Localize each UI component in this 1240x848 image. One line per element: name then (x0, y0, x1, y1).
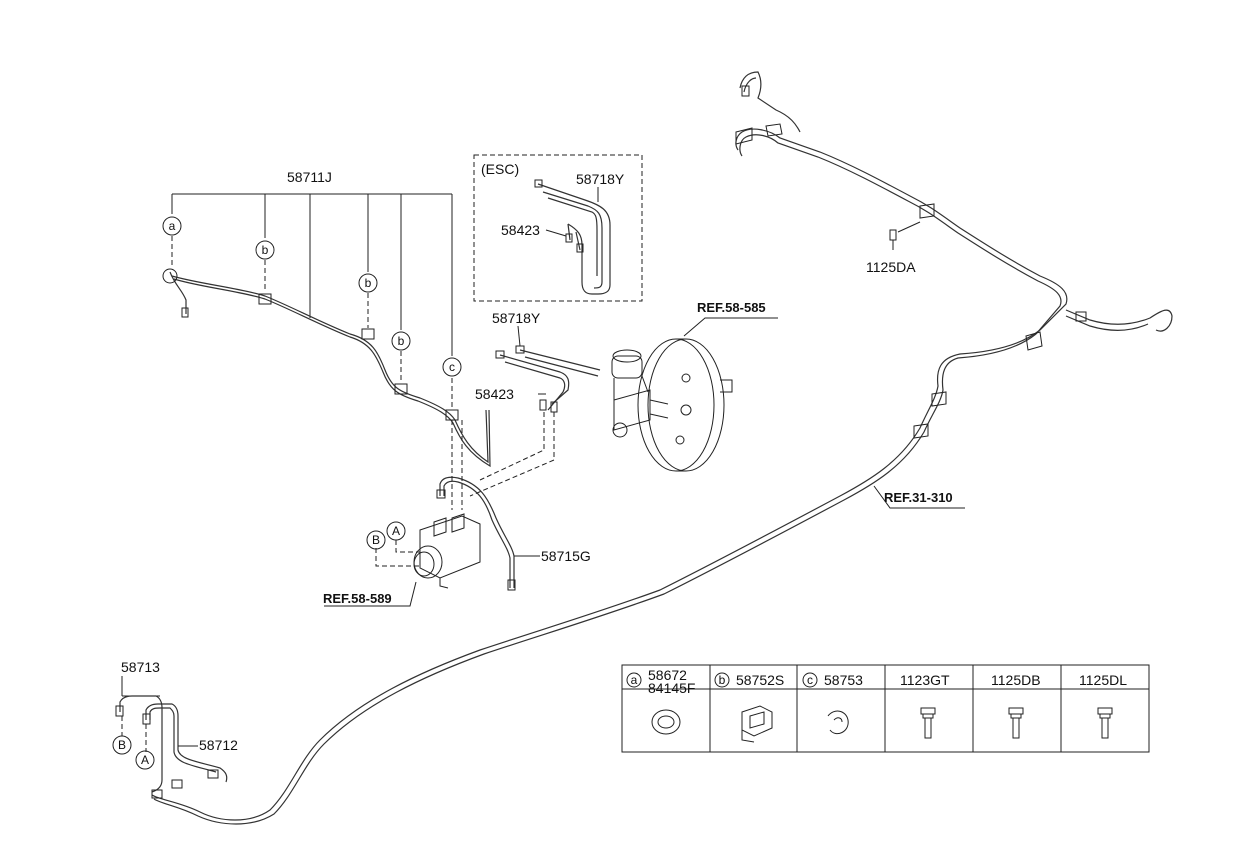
legend-col-a-letter: a (631, 673, 638, 687)
abs-hydraulic-unit (324, 420, 540, 607)
bolt-icon-1125DB (1008, 707, 1024, 739)
callout-B-abs[interactable]: B (366, 530, 386, 550)
callout-B-rear[interactable]: B (112, 735, 132, 755)
svg-text:A: A (141, 753, 149, 767)
label-1125DA: 1125DA (866, 259, 916, 275)
legend-84145F: 84145F (648, 680, 695, 696)
clip-icon (741, 705, 773, 743)
rear-left-brake-lines (115, 676, 228, 799)
bolt-icon-1123GT (920, 707, 936, 739)
grommet-icon (651, 709, 681, 735)
svg-text:A: A (392, 524, 400, 538)
svg-text:c: c (449, 360, 455, 374)
legend-col-c-letter: c (807, 673, 813, 687)
legend-58672: 58672 (648, 667, 687, 683)
callout-b-1[interactable]: b (255, 240, 275, 260)
ref-31-310[interactable]: REF.31-310 (884, 490, 953, 505)
svg-text:b: b (398, 334, 405, 348)
svg-text:b: b (365, 276, 372, 290)
bolt-icon-1125DL (1097, 707, 1113, 739)
label-58718Y-mid: 58718Y (492, 310, 541, 326)
svg-text:a: a (169, 219, 176, 233)
callout-c-top[interactable]: c (442, 357, 462, 377)
callout-A-rear[interactable]: A (135, 750, 155, 770)
parts-legend-table: a 58672 84145F b 58752S c 58753 1123GT (621, 664, 1150, 753)
label-58715G: 58715G (541, 548, 591, 564)
callout-b-2[interactable]: b (358, 273, 378, 293)
esc-inset (473, 154, 643, 302)
ref-58-589[interactable]: REF.58-589 (323, 591, 392, 606)
legend-1125DB: 1125DB (991, 672, 1041, 688)
label-58713: 58713 (121, 659, 160, 675)
label-58712: 58712 (199, 737, 238, 753)
legend-1125DL: 1125DL (1079, 672, 1127, 688)
label-58711J: 58711J (287, 169, 332, 185)
label-58423-esc: 58423 (501, 222, 540, 238)
svg-text:b: b (262, 243, 269, 257)
callout-A-abs[interactable]: A (386, 521, 406, 541)
label-58718Y-esc: 58718Y (576, 171, 625, 187)
legend-1123GT: 1123GT (900, 672, 950, 688)
legend-58753: 58753 (824, 672, 863, 688)
callout-b-3[interactable]: b (391, 331, 411, 351)
ref-58-585[interactable]: REF.58-585 (697, 300, 766, 315)
rear-brake-line (151, 71, 1173, 825)
holder-icon (827, 710, 849, 735)
brake-booster (611, 317, 778, 472)
master-cylinder-lines (469, 325, 601, 497)
callout-a-top[interactable]: a (162, 216, 182, 236)
legend-58752S: 58752S (736, 672, 784, 688)
svg-text:B: B (372, 533, 380, 547)
front-brake-line-group (162, 193, 491, 468)
svg-text:B: B (118, 738, 126, 752)
label-58423-mid: 58423 (475, 386, 514, 402)
legend-col-b-letter: b (719, 673, 726, 687)
label-esc: (ESC) (481, 161, 519, 177)
